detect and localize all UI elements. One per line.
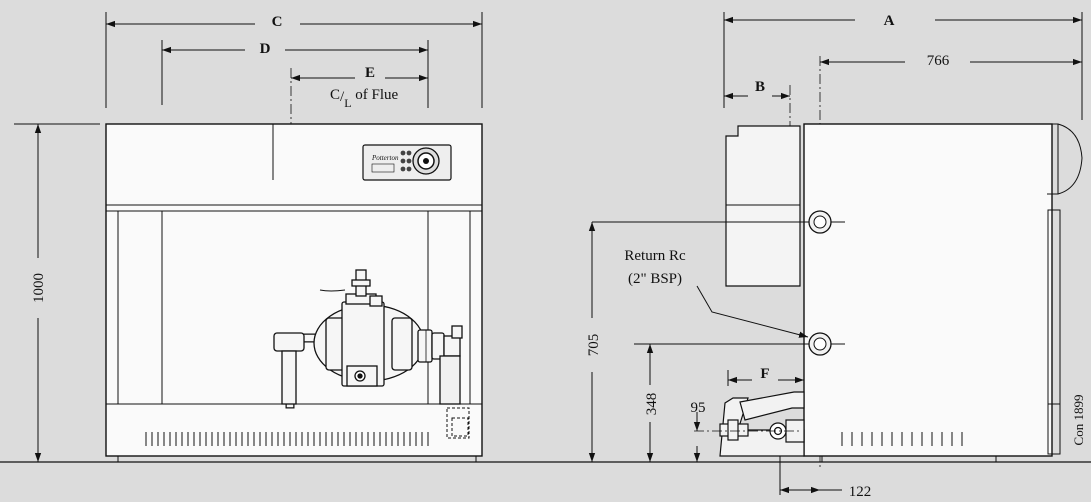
dim-C-label: C [272,14,283,30]
dim-depth-766: 766 [927,53,950,69]
brand-logo: Potterton [371,154,399,162]
side-burner-bracket [719,391,805,457]
dim-E-label: E [365,65,375,81]
dim-D-label: D [260,41,271,57]
control-panel-icon: Potterton [362,144,452,181]
drawing-reference: Con 1899 [1071,395,1086,446]
front-vent-slots [145,432,429,446]
front-view: C D E C/L of Flue 1000 [14,12,483,463]
return-leader [696,285,809,338]
return-label-line2: (2" BSP) [628,271,682,287]
dim-height-95: 95 [691,400,706,416]
burner-assembly-icon [273,269,463,409]
return-label-line1: Return Rc [624,248,686,264]
dim-A-label: A [884,13,895,29]
dim-B-label: B [755,79,765,95]
flue-box [725,125,801,287]
side-view: A 766 B Return Rc (2" BSP) [586,12,1086,500]
flue-centerline-label: C/L of Flue [330,87,399,110]
side-vent-slots [841,432,963,446]
side-casing [803,123,1053,457]
dim-F-label: F [760,366,769,382]
dim-offset-122: 122 [849,484,872,500]
dim-height-348: 348 [644,393,660,416]
dim-height-705: 705 [586,334,602,357]
dim-height-1000: 1000 [31,273,47,303]
